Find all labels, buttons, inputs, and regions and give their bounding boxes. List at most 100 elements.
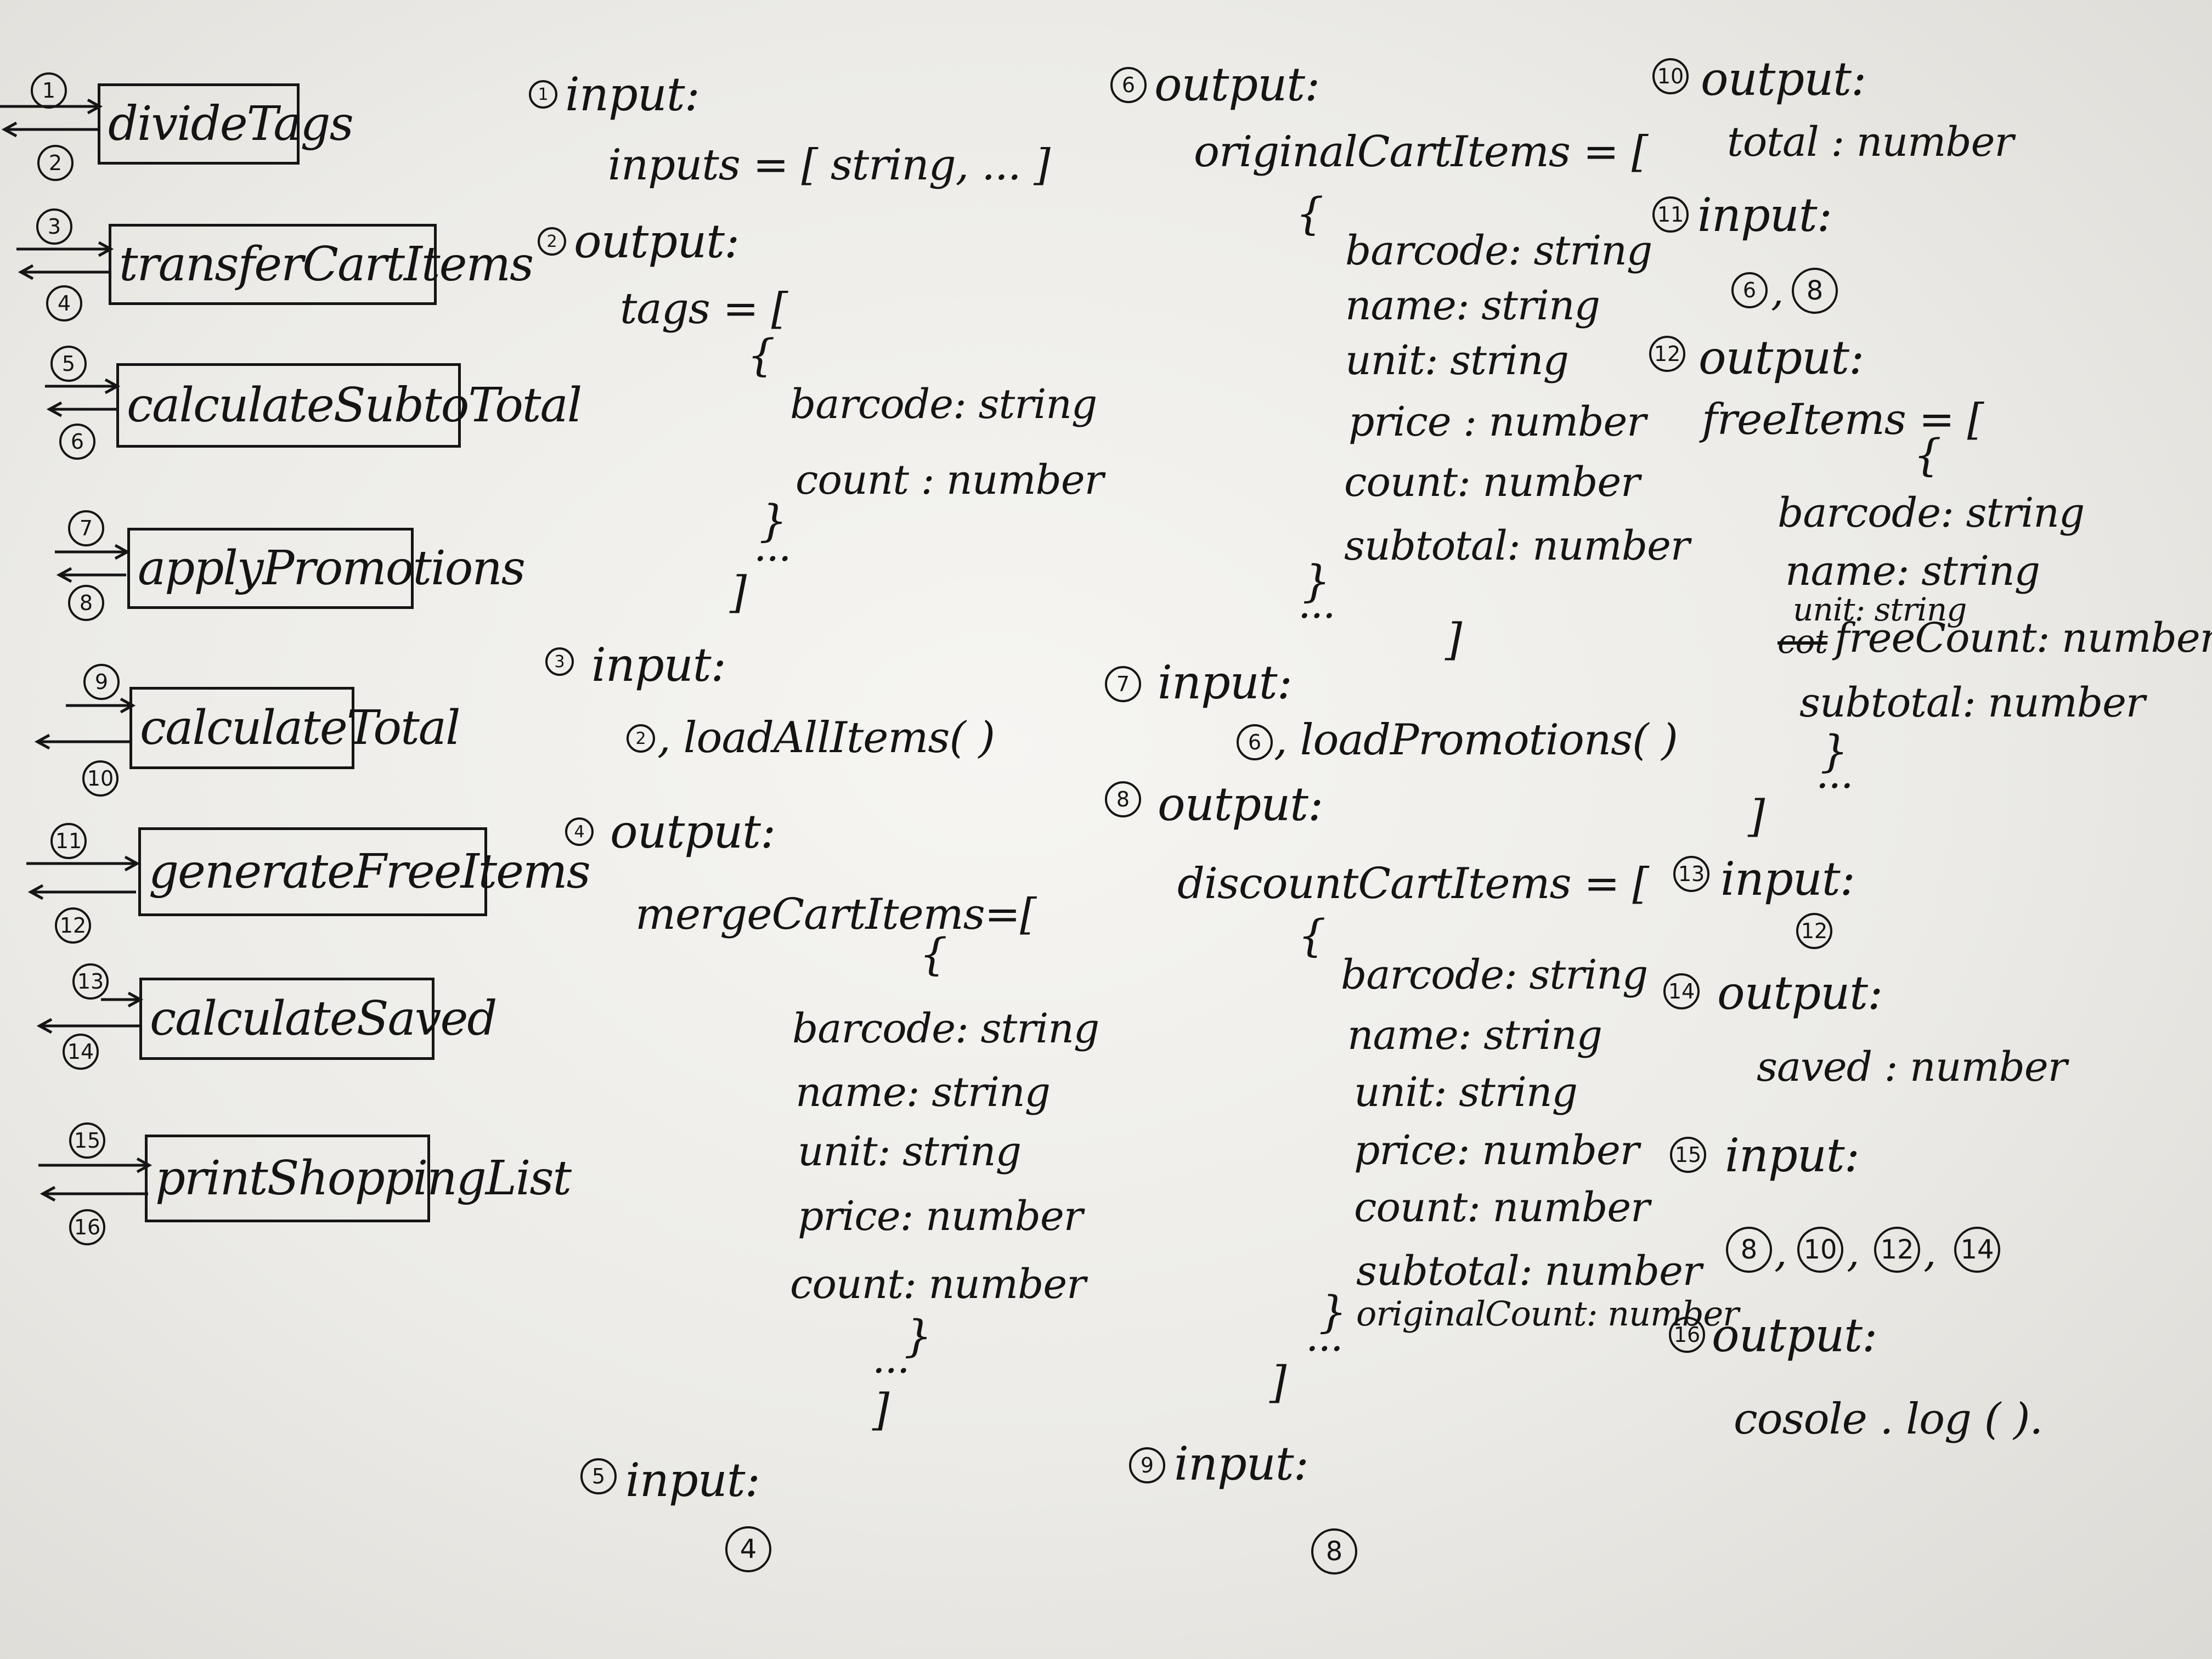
field-line: price : number	[1348, 398, 1646, 445]
array-head: originalCartItems = [	[1194, 127, 1648, 177]
field-line: price: number	[798, 1193, 1083, 1240]
ellipsis: ...	[1306, 1313, 1344, 1361]
brace-close: }	[759, 495, 787, 546]
function-box-calculate-subtototal: calculateSubtoTotal	[116, 363, 582, 448]
section-title: output:	[1158, 777, 1323, 831]
separator: ,	[1847, 1229, 1860, 1276]
function-box-calculate-saved: calculateSaved	[139, 978, 497, 1060]
step-number-out: 10	[82, 760, 119, 797]
console-line: cosole . log ( ).	[1734, 1395, 2043, 1444]
field-line: freeCount: number	[1835, 614, 2212, 662]
section-number: 2	[538, 227, 566, 256]
section-number: 7	[1105, 666, 1141, 702]
step-number-out: 12	[55, 907, 91, 944]
function-label: applyPromotions	[138, 541, 526, 596]
function-box-print-shopping-list: printShoppingList	[145, 1135, 572, 1222]
section-title: input:	[1720, 852, 1855, 906]
function-box-generate-free-items: generateFreeItems	[138, 827, 591, 916]
section-title: input:	[1725, 1128, 1860, 1182]
array-end: ]	[1445, 614, 1462, 665]
brace-close: }	[1820, 726, 1848, 777]
ref-number: 2	[627, 724, 655, 753]
ref-number: 10	[1797, 1227, 1843, 1273]
field-line: name: string	[1785, 548, 2040, 595]
array-end: ]	[730, 567, 747, 618]
section-number: 10	[1652, 58, 1689, 94]
function-label: calculateTotal	[140, 701, 461, 755]
section-number: 5	[580, 1458, 617, 1494]
step-number-out: 4	[46, 285, 82, 321]
step-number-out: 6	[59, 424, 95, 460]
section-number: 15	[1670, 1137, 1706, 1173]
section-title: output:	[610, 805, 776, 859]
field-line: subtotal: number	[1356, 1248, 1702, 1295]
section-number: 14	[1663, 973, 1700, 1009]
ref-number: 8	[1726, 1227, 1772, 1273]
field-line: unit: string	[798, 1128, 1022, 1175]
ellipsis: ...	[1298, 580, 1336, 628]
field-line: barcode: string	[1778, 489, 2085, 537]
field-line: unit: string	[1345, 337, 1569, 384]
step-number-in: 5	[50, 346, 87, 382]
field-line: unit: string	[1793, 591, 1967, 628]
section-number: 6	[1110, 67, 1147, 103]
section-number: 1	[529, 80, 557, 109]
section-title: output:	[1701, 52, 1866, 106]
inputs-line: inputs = [ string, ... ]	[608, 140, 1051, 190]
brace-open: {	[1296, 188, 1324, 239]
step-number-out: 14	[63, 1034, 99, 1070]
ref-number: 6	[1237, 724, 1273, 760]
section-title: input:	[565, 67, 700, 121]
section-title: input:	[1158, 656, 1293, 709]
section-number: 13	[1673, 856, 1709, 892]
ellipsis: ...	[1816, 751, 1854, 798]
section-number: 16	[1669, 1317, 1705, 1353]
step-number-in: 9	[83, 664, 120, 700]
step-number-out: 2	[37, 145, 74, 181]
field-line: subtotal: number	[1799, 679, 2145, 726]
function-label: divideTags	[108, 97, 354, 151]
array-end: ]	[872, 1384, 889, 1435]
array-end: ]	[1748, 791, 1765, 842]
section-number: 3	[545, 647, 574, 676]
step-number-in: 15	[69, 1122, 105, 1159]
function-box-calculate-total: calculateTotal	[129, 687, 461, 769]
field-line: count : number	[795, 456, 1104, 504]
array-head: discountCartItems = [	[1177, 859, 1649, 909]
arrow-pair-icon	[36, 991, 144, 1034]
array-end: ]	[1269, 1357, 1286, 1408]
function-box-transfer-cart-items: transferCartItems	[109, 224, 534, 305]
arrow-pair-icon	[38, 1157, 153, 1202]
function-label: calculateSaved	[150, 991, 497, 1046]
ref-number: 12	[1874, 1227, 1920, 1273]
section-title: output:	[574, 215, 740, 268]
function-box-apply-promotions: applyPromotions	[127, 528, 526, 609]
ref-number: 8	[1311, 1528, 1357, 1575]
section-number: 9	[1129, 1447, 1165, 1483]
section-title: input:	[1174, 1437, 1309, 1491]
section-title: input:	[625, 1453, 760, 1507]
field-line: subtotal: number	[1344, 522, 1690, 569]
ellipsis: ...	[754, 523, 792, 571]
step-number-out: 8	[68, 585, 104, 621]
function-box-divide-tags: divideTags	[98, 83, 354, 165]
section-title: input:	[1697, 188, 1832, 242]
separator: ,	[1923, 1229, 1937, 1276]
brace-open: {	[747, 330, 775, 381]
section-title: output:	[1699, 331, 1864, 385]
brace-close: }	[1319, 1286, 1347, 1338]
field-line: unit: string	[1354, 1069, 1578, 1116]
section-title: input:	[591, 638, 726, 692]
step-number-in: 11	[50, 823, 87, 859]
function-label: transferCartItems	[119, 237, 534, 292]
brace-close: }	[904, 1311, 932, 1362]
field-line: barcode: string	[1341, 951, 1648, 998]
arrow-pair-icon	[0, 98, 103, 138]
section-number: 4	[565, 817, 594, 846]
field-line: name: string	[795, 1069, 1051, 1116]
field-line: barcode: string	[792, 1005, 1099, 1052]
brace-close: }	[1302, 556, 1330, 607]
brace-open: {	[919, 929, 947, 980]
arrow-pair-icon	[16, 241, 114, 280]
section-number: 11	[1652, 196, 1689, 233]
